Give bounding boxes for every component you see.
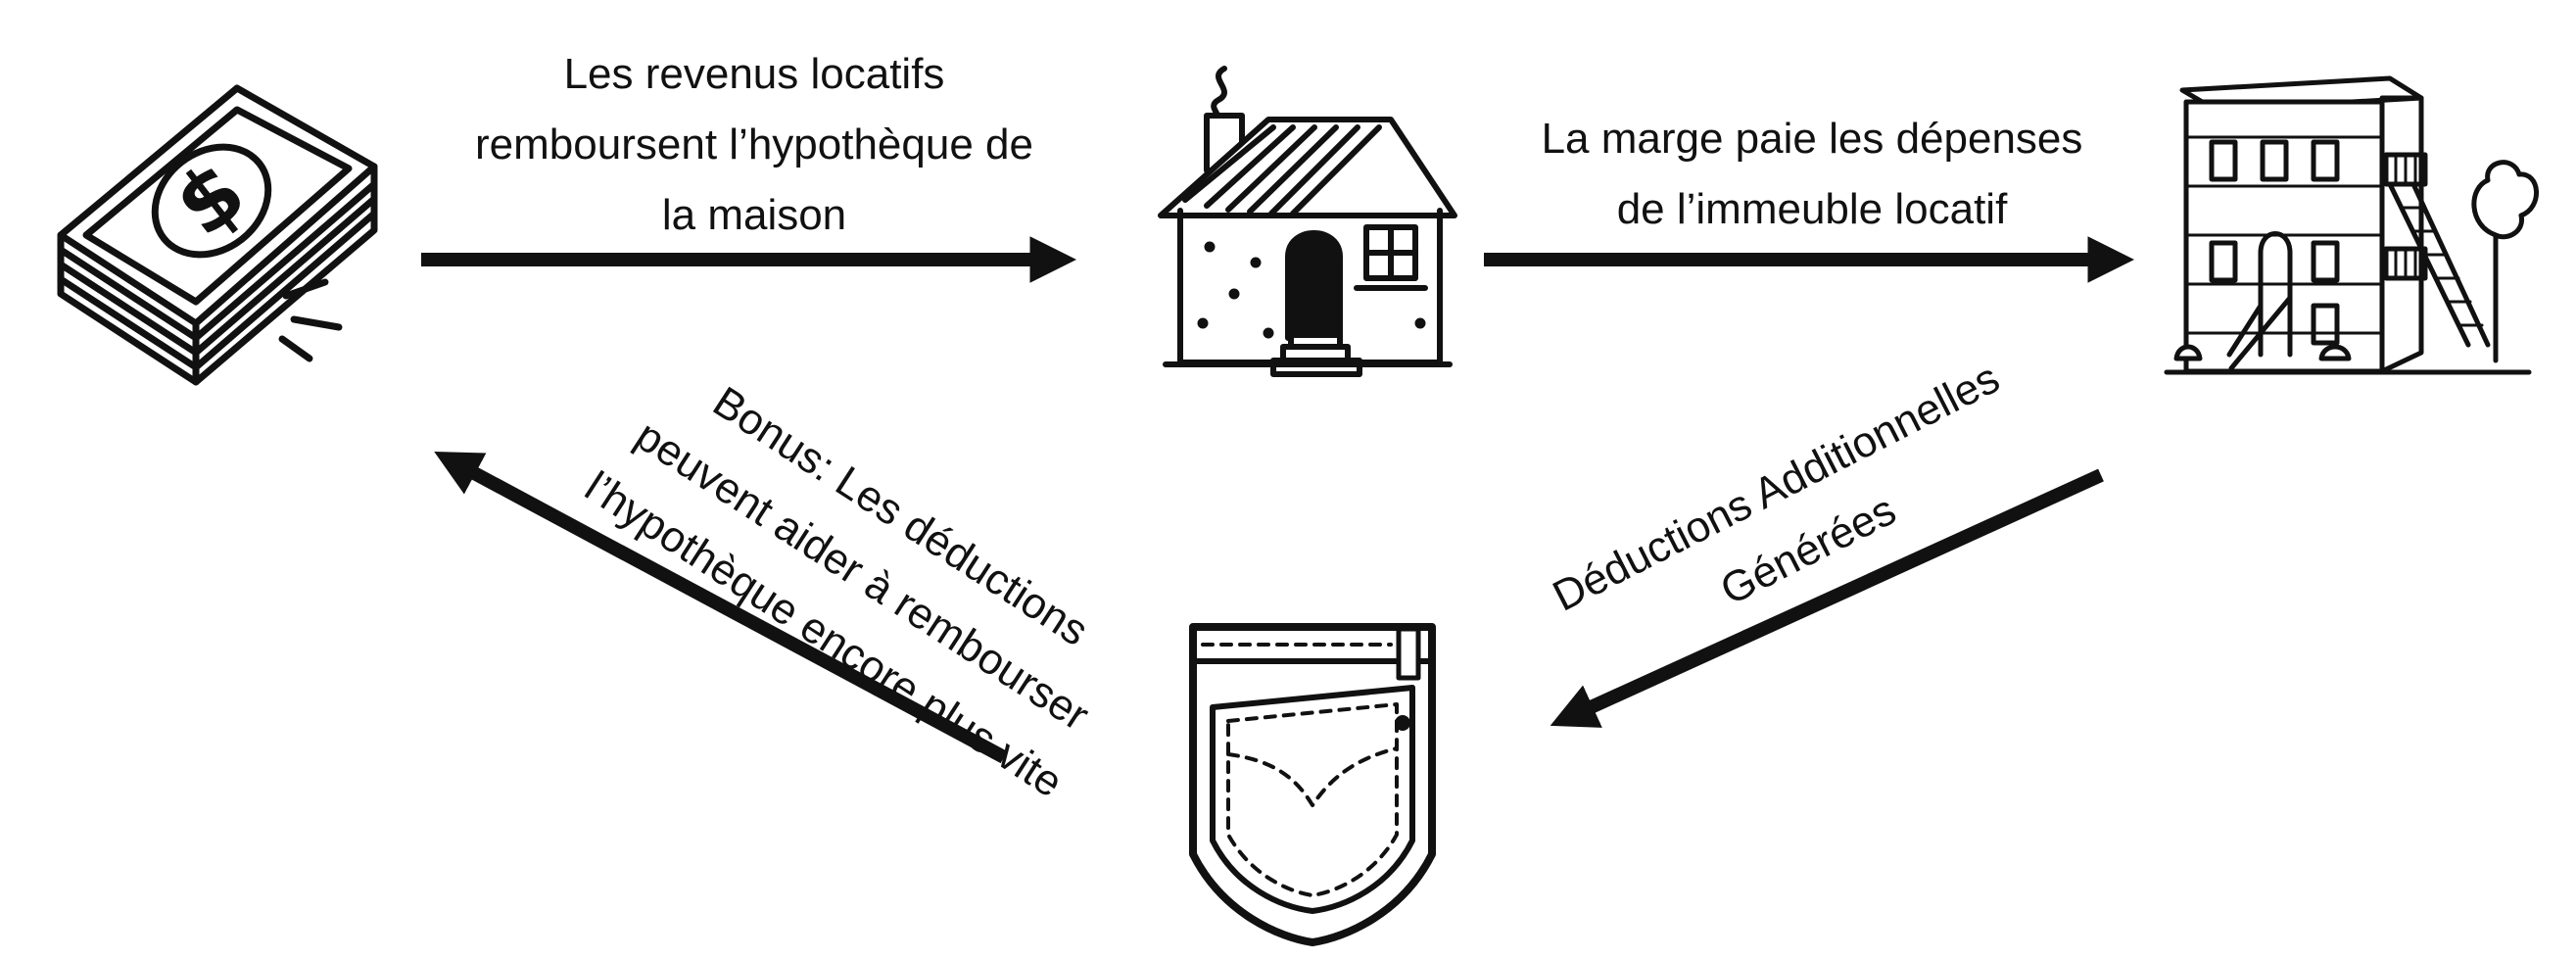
label-line: la maison <box>661 191 847 239</box>
label-money-to-house: Les revenus locatifs remboursent l’hypot… <box>362 39 1146 251</box>
label-line: La marge paie les dépenses <box>1541 115 2083 163</box>
arrow-pocket-to-money <box>434 452 1008 764</box>
label-house-to-building: La marge paie les dépenses de l’immeuble… <box>1469 104 2155 245</box>
rental-building-icon <box>2164 75 2539 375</box>
label-line: de l’immeuble locatif <box>1616 185 2008 233</box>
jeans-pocket-icon <box>1189 623 1436 946</box>
house-icon <box>1158 66 1457 377</box>
label-line: Les revenus locatifs <box>563 50 945 98</box>
label-line: remboursent l’hypothèque de <box>475 120 1033 168</box>
arrow-building-to-pocket <box>1550 468 2104 728</box>
money-stack-icon: $ <box>57 84 378 386</box>
